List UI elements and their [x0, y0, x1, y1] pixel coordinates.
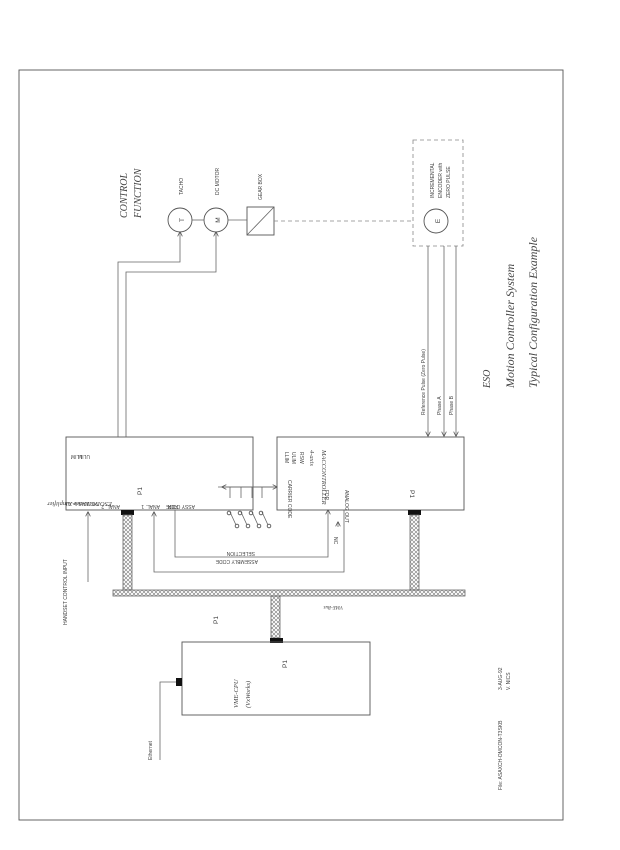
nc-label: NC	[332, 537, 338, 545]
title-line3-group: Typical Configuration Example	[526, 236, 540, 388]
gearbox-label: GEAR BOX	[258, 173, 264, 200]
assembly-code-label: ASSEMBLY CODE	[215, 558, 258, 564]
vme-bus	[112, 589, 466, 597]
title-block: ESO	[482, 370, 493, 389]
amplifier-fdr: FDR	[167, 503, 178, 509]
maccontroller-p1-connector	[408, 510, 421, 515]
amplifier-box	[65, 436, 254, 511]
svg-text:CONTROL: CONTROL	[119, 173, 130, 218]
amplifier-anal1: ANAL. 1	[141, 503, 160, 509]
amplifier-assy-code: ASSY CODE	[165, 503, 195, 509]
assembly-switches	[226, 510, 272, 529]
control-function-label: CONTROL	[119, 173, 130, 218]
amplifier-ulim: ULIM	[78, 453, 90, 459]
title-motion-controller: Motion Controller System	[503, 263, 517, 389]
ethernet-label: Ethernet	[148, 740, 154, 760]
maccontroller-rsw: RSW	[298, 452, 304, 464]
motor-label: DC MOTOR	[215, 167, 221, 195]
footer-file: File: ASAXCH-OMCON-T3SKB	[498, 720, 504, 790]
encoder-icon	[423, 208, 449, 234]
footer-date: 3-AUG-92	[498, 667, 504, 690]
amplifier-title-2: ESO VME4SA-X1	[65, 500, 113, 507]
signal-phase-a: Phase A	[437, 396, 443, 415]
control-function-label-2: FUNCTION	[133, 167, 144, 219]
maccontroller-llim: LLIM	[283, 452, 289, 463]
title-line2-group: Motion Controller System	[503, 263, 517, 389]
maccontroller-box	[276, 436, 465, 511]
encoder-label-1: INCREMENTAL	[430, 162, 436, 198]
page-frame	[18, 69, 564, 821]
cpu-p1-label: P1	[282, 660, 289, 668]
maccontroller-carrier-code: CARRIER CODE	[286, 480, 292, 519]
maccontroller-bus-link	[409, 514, 420, 591]
title-typical-config: Typical Configuration Example	[526, 236, 540, 388]
cpu-subtitle: (VxWorks)	[245, 681, 252, 708]
motor-symbol: M	[215, 217, 222, 222]
svg-text:FUNCTION: FUNCTION	[133, 167, 144, 219]
title-eso: ESO	[482, 370, 493, 389]
bus-p1-label: P1	[213, 616, 220, 624]
maccontroller-analog-out: ANALOG OUT	[343, 490, 349, 523]
cpu-ethernet-connector	[176, 678, 182, 686]
encoder-dashed-box	[412, 139, 464, 247]
maccontroller-fdr: FDR	[323, 490, 329, 501]
assembly-selection-label: SELECTION	[226, 550, 255, 556]
vme-bus-label: VME-Bus	[324, 604, 343, 609]
maccontroller-title-1: 4-axis	[308, 450, 315, 466]
cpu-p1-connector	[270, 638, 283, 643]
tacho-label: TACHO	[179, 178, 185, 195]
maccontroller-ulim: ULIM	[290, 452, 296, 464]
cpu-box	[181, 641, 371, 716]
maccontroller-title-2: MACCONTROLLER	[320, 449, 327, 505]
signal-reference-pulse: Reference Pulse (Zero Pulse)	[421, 349, 427, 415]
encoder-symbol: E	[435, 218, 442, 223]
amplifier-anal2: ANAL. 2	[101, 503, 120, 509]
amplifier-p1-connector	[121, 510, 134, 515]
amplifier-bus-link	[122, 514, 133, 591]
handset-label: HANDSET CONTROL INPUT	[63, 559, 69, 625]
encoder-label-3: ZERO PULSE	[446, 166, 452, 198]
tacho-symbol: T	[179, 218, 186, 222]
cpu-title: VME-CPU	[233, 678, 240, 708]
signal-phase-b: Phase B	[449, 395, 455, 415]
amplifier-p1: P1	[137, 487, 144, 495]
cpu-bus-link	[270, 595, 281, 639]
encoder-label-2: ENCODER with	[438, 162, 444, 198]
amplifier-llim: LLIM	[71, 453, 82, 459]
footer-author: V. NICS	[506, 672, 512, 690]
maccontroller-p1: P1	[408, 490, 415, 498]
amplifier-title-1: DC Motor Amplifier	[47, 500, 101, 507]
